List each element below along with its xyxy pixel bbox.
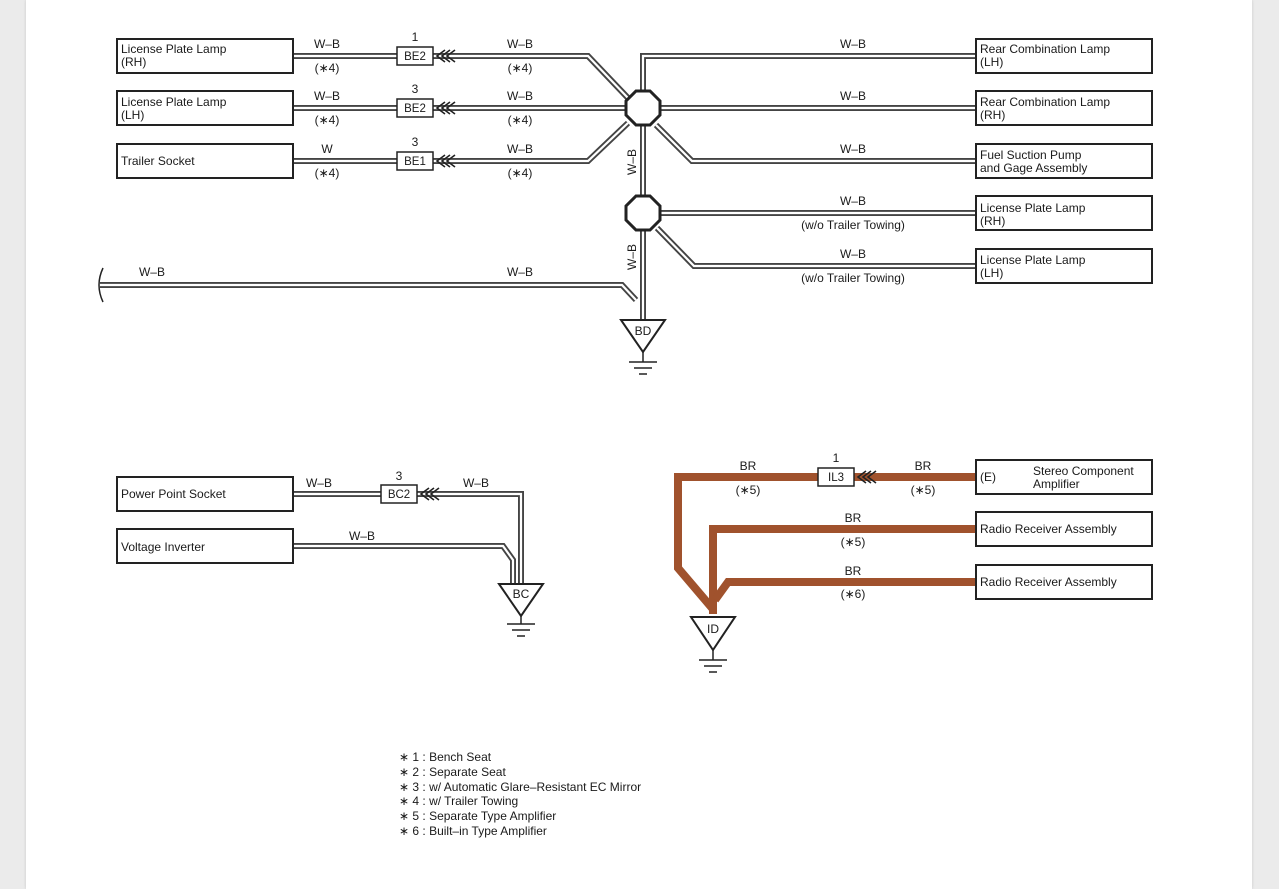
ground-bc: BC [497,583,545,637]
wire-break-mark [98,267,104,303]
splice-top [624,89,662,127]
svg-text:W–B: W–B [139,265,165,279]
footnote-1: ∗ 1 : Bench Seat [399,750,492,764]
ground-id-label: ID [707,622,719,636]
footnote-3: ∗ 3 : w/ Automatic Glare–Resistant EC Mi… [399,779,642,794]
svg-text:W–B: W–B [507,89,533,103]
rear-combination-lamp-rh: Rear Combination Lamp (RH) [980,95,1113,122]
svg-text:W–B: W–B [840,194,866,208]
svg-text:W–B: W–B [314,89,340,103]
svg-text:W–B: W–B [349,529,375,543]
svg-text:BC2: BC2 [388,489,410,501]
svg-text:(w/o Trailer Towing): (w/o Trailer Towing) [801,218,905,232]
rear-combination-lamp-lh: Rear Combination Lamp (LH) [980,42,1113,69]
svg-text:W–B: W–B [840,142,866,156]
stereo-amp-pin: (E) [980,470,996,484]
ground-bc-label: BC [513,587,530,601]
svg-text:3: 3 [396,469,403,483]
svg-text:(w/o Trailer Towing): (w/o Trailer Towing) [801,271,905,285]
svg-text:(∗4): (∗4) [508,166,533,180]
svg-text:W: W [321,142,333,156]
stereo-component-amplifier: Stereo Component Amplifier [1033,464,1137,491]
wiring-diagram: BD BC ID BE2 1 BE2 3 BE1 3 [98,30,1153,673]
radio-receiver-assembly-1: Radio Receiver Assembly [980,522,1117,536]
connector-bc2-pin3: BC2 3 [380,469,440,504]
fuel-suction-pump: Fuel Suction Pump and Gage Assembly [980,148,1087,175]
svg-text:W–B: W–B [507,265,533,279]
svg-text:(∗4): (∗4) [508,61,533,75]
svg-text:BR: BR [845,511,862,525]
svg-text:W–B: W–B [840,89,866,103]
svg-text:(∗5): (∗5) [736,483,761,497]
voltage-inverter: Voltage Inverter [121,540,205,554]
svg-text:(∗4): (∗4) [315,113,340,127]
svg-text:1: 1 [412,30,419,44]
license-plate-lamp-rh-right: License Plate Lamp (RH) [980,201,1089,228]
svg-text:(∗5): (∗5) [911,483,936,497]
wires-br [674,473,976,614]
ground-bd-label: BD [635,324,652,338]
wires-wb [100,53,976,584]
connector-be2-pin1: BE2 1 [396,30,456,66]
svg-text:BR: BR [915,459,932,473]
svg-text:(∗5): (∗5) [841,535,866,549]
svg-text:W–B: W–B [306,476,332,490]
svg-text:1: 1 [833,451,840,465]
svg-text:BR: BR [845,564,862,578]
svg-text:W–B: W–B [840,37,866,51]
svg-text:BE1: BE1 [404,156,426,168]
license-plate-lamp-lh-right: License Plate Lamp (LH) [980,253,1089,280]
license-plate-lamp-lh-left: License Plate Lamp (LH) [121,95,230,122]
svg-text:W–B: W–B [314,37,340,51]
svg-text:W–B: W–B [507,37,533,51]
ground-bd: BD [619,319,667,375]
radio-receiver-assembly-2: Radio Receiver Assembly [980,575,1117,589]
footnotes: ∗ 1 : Bench Seat ∗ 2 : Separate Seat ∗ 3… [399,750,641,839]
svg-text:BE2: BE2 [404,51,426,63]
svg-text:3: 3 [412,82,419,96]
svg-text:(∗4): (∗4) [315,61,340,75]
svg-text:W–B: W–B [840,247,866,261]
wire-labels: W–B (∗4) W–B (∗4) W–B (∗4) W–B (∗4) W (∗… [139,37,935,601]
connector-be1-pin3: BE1 3 [396,135,456,171]
svg-text:(∗4): (∗4) [508,113,533,127]
license-plate-lamp-rh-left: License Plate Lamp (RH) [121,42,230,69]
footnote-4: ∗ 4 : w/ Trailer Towing [399,794,519,809]
svg-text:W–B: W–B [507,142,533,156]
connector-be2-pin3: BE2 3 [396,82,456,118]
footnote-2: ∗ 2 : Separate Seat [399,764,506,779]
svg-text:(∗4): (∗4) [315,166,340,180]
splice-bottom [624,194,662,232]
svg-text:W–B: W–B [625,149,639,175]
footnote-6: ∗ 6 : Built–in Type Amplifier [399,823,547,838]
footnote-5: ∗ 5 : Separate Type Amplifier [399,809,557,824]
svg-text:IL3: IL3 [828,472,844,484]
trailer-socket: Trailer Socket [121,154,195,168]
power-point-socket: Power Point Socket [121,487,226,501]
ground-id: ID [689,616,737,673]
svg-text:BR: BR [740,459,757,473]
svg-text:W–B: W–B [463,476,489,490]
svg-text:3: 3 [412,135,419,149]
diagram-page: BD BC ID BE2 1 BE2 3 BE1 3 [26,0,1252,889]
svg-text:BE2: BE2 [404,103,426,115]
svg-text:(∗6): (∗6) [841,587,866,601]
connector-il3-pin1: IL3 1 [817,451,877,487]
svg-text:W–B: W–B [625,244,639,270]
